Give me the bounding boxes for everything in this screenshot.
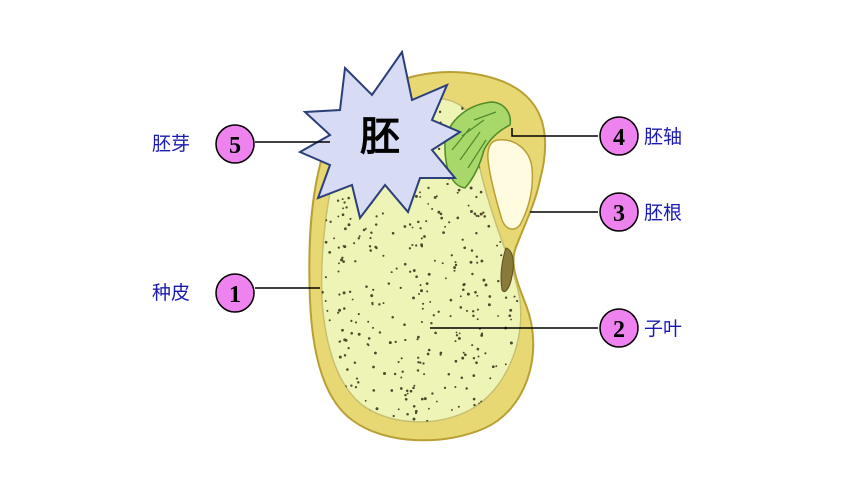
marker-1: 1 xyxy=(215,273,255,313)
marker-2: 2 xyxy=(599,308,639,348)
embryo-burst xyxy=(297,49,463,221)
marker-3-number: 3 xyxy=(613,201,625,227)
label-cotyledon: 子叶 xyxy=(644,318,682,340)
embryo-axis-marker xyxy=(511,128,520,137)
label-hypocotyl: 胚轴 xyxy=(644,126,682,148)
marker-4-number: 4 xyxy=(613,125,625,151)
marker-4: 4 xyxy=(599,116,639,156)
marker-1-number: 1 xyxy=(229,282,241,308)
marker-5-number: 5 xyxy=(229,133,241,159)
marker-5: 5 xyxy=(215,124,255,164)
plumule-veins xyxy=(451,111,497,169)
marker-3: 3 xyxy=(599,192,639,232)
embryo-burst-text: 胚 xyxy=(360,114,400,160)
marker-2-number: 2 xyxy=(613,317,625,343)
hilum-shape xyxy=(500,247,514,293)
plumule-shape xyxy=(444,101,512,189)
label-seed-coat: 种皮 xyxy=(152,282,190,304)
label-plumule: 胚芽 xyxy=(152,133,190,155)
label-radicle: 胚根 xyxy=(644,202,682,224)
radicle-shape xyxy=(487,139,534,230)
